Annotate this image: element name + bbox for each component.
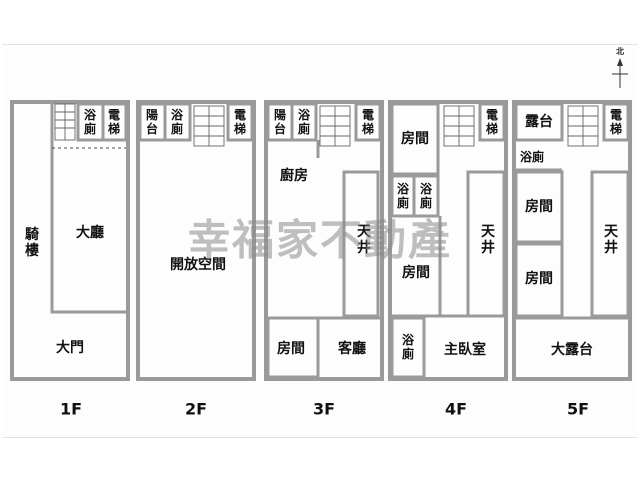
room-label-balcony: 陽台 — [274, 108, 286, 136]
floor-label-5f: 5F — [567, 400, 589, 419]
room-label-bath-a: 浴廁 — [397, 181, 410, 210]
floor-label-4f: 4F — [445, 400, 467, 419]
room-label-room-mid: 房間 — [402, 264, 430, 281]
north-arrow-icon: 北 — [612, 46, 628, 88]
room-label-elevator: 電梯 — [486, 108, 498, 136]
floor-plan-1f: 騎樓 大廳 大門 浴廁 電梯 1F — [10, 100, 130, 419]
room-label-bath: 浴廁 — [171, 107, 184, 136]
room-label-elevator: 電梯 — [234, 108, 246, 136]
room-label-bath-b: 浴廁 — [420, 181, 433, 210]
stair-icon — [319, 105, 351, 147]
floor-plan-5f: 露台 電梯 浴廁 房間 房間 天井 大露台 5F — [512, 100, 632, 419]
room-label-elevator: 電梯 — [362, 108, 374, 136]
room-label-master-bedroom: 主臥室 — [444, 341, 486, 358]
room-label-arcade: 騎樓 — [25, 226, 39, 259]
stair-icon — [54, 103, 76, 141]
room-label-room: 房間 — [277, 340, 305, 357]
room-label-main-gate: 大門 — [56, 339, 84, 356]
floor-plan-3f: 陽台 浴廁 電梯 廚房 天井 房間 客廳 3F — [264, 100, 384, 419]
room-label-bath: 浴廁 — [520, 149, 544, 164]
room-label-kitchen: 廚房 — [280, 167, 308, 184]
stair-icon — [193, 105, 225, 147]
room-label-room-top: 房間 — [401, 130, 429, 147]
room-label-skywell: 天井 — [481, 224, 496, 256]
room-label-elevator: 電梯 — [108, 108, 120, 136]
floor-label-1f: 1F — [60, 400, 82, 419]
room-label-elevator: 電梯 — [610, 108, 622, 136]
compass-label: 北 — [616, 46, 624, 56]
floor-plan-4f: 房間 電梯 浴廁 浴廁 天井 房間 浴廁 主臥室 4F — [388, 100, 508, 419]
floor-label-2f: 2F — [185, 400, 207, 419]
room-label-skywell: 天井 — [357, 224, 372, 256]
room-label-bath: 浴廁 — [298, 107, 311, 136]
stair-icon — [443, 105, 475, 147]
room-label-room-a: 房間 — [525, 198, 553, 215]
room-label-big-terrace: 大露台 — [551, 341, 593, 358]
room-label-living-hall: 大廳 — [76, 224, 104, 241]
watermark-text: 幸福家不動產 — [188, 216, 452, 265]
room-label-open-space: 開放空間 — [170, 256, 226, 273]
floor-plan-2f: 陽台 浴廁 電梯 開放空間 2F — [136, 100, 256, 419]
room-label-bath-c: 浴廁 — [402, 332, 415, 361]
room-label-bath: 浴廁 — [84, 107, 97, 136]
room-label-terrace-small: 露台 — [525, 113, 553, 130]
room-label-room-b: 房間 — [525, 270, 553, 287]
stair-icon — [567, 105, 599, 147]
room-label-skywell: 天井 — [604, 224, 619, 256]
room-label-balcony: 陽台 — [146, 108, 158, 136]
room-label-living-room: 客廳 — [337, 340, 366, 357]
floor-label-3f: 3F — [313, 400, 335, 419]
